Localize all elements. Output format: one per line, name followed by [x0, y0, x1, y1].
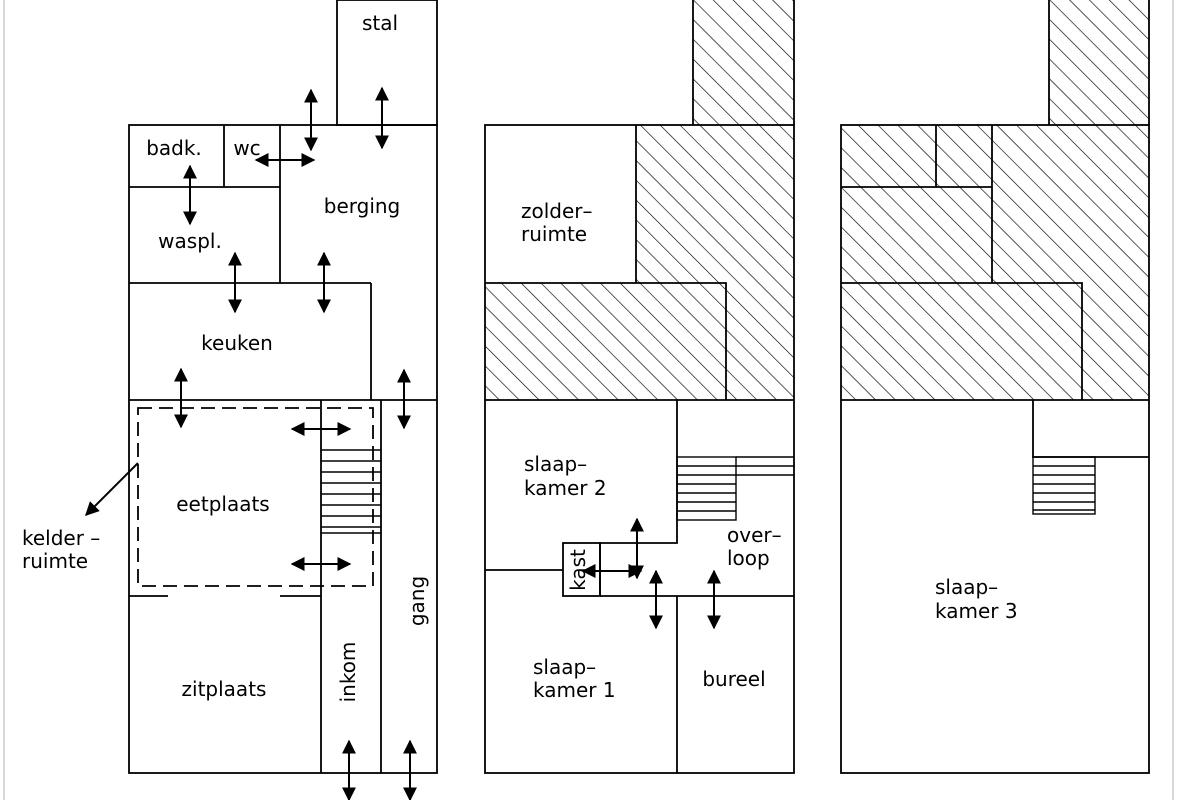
kelder-leader-arrow — [85, 462, 139, 516]
ground-floor-plan: stal badk. wc berging waspl. keuken eetp… — [22, 0, 438, 800]
label-overloop-line1: over– — [727, 523, 782, 547]
label-kast: kast — [566, 549, 590, 591]
first-floor-stairs — [676, 456, 794, 521]
label-kelder-line2: ruimte — [22, 549, 88, 573]
label-slaap3-line2: kamer 3 — [935, 599, 1018, 623]
label-slaap2-line2: kamer 2 — [524, 476, 607, 500]
label-slaap2-line1: slaap– — [524, 452, 587, 476]
label-zolder-line1: zolder– — [521, 199, 593, 223]
label-overloop-line2: loop — [727, 546, 770, 570]
hatched-area — [841, 125, 1149, 400]
first-floor-circulation-arrows — [581, 517, 721, 630]
hatched-area — [485, 125, 794, 400]
ground-stairs — [321, 449, 381, 534]
label-slaap3-line1: slaap– — [935, 575, 998, 599]
label-waspl: waspl. — [158, 229, 222, 253]
label-wc: wc — [233, 136, 260, 160]
first-floor-plan: zolder– ruimte slaap– kamer 2 kast over–… — [484, 0, 795, 774]
hatched-area — [693, 0, 794, 125]
hatched-area — [1049, 0, 1149, 125]
label-eetplaats: eetplaats — [176, 492, 269, 516]
label-inkom: inkom — [336, 642, 360, 703]
kelder-outline — [137, 407, 374, 587]
label-keuken: keuken — [201, 331, 273, 355]
ground-floor-outline — [128, 124, 438, 774]
label-slaap1-line1: slaap– — [533, 655, 596, 679]
label-kelder-line1: kelder – — [22, 526, 100, 550]
label-slaap1-line2: kamer 1 — [533, 678, 616, 702]
second-floor-plan: slaap– kamer 3 — [840, 0, 1150, 774]
label-gang: gang — [405, 576, 429, 626]
label-badk: badk. — [146, 136, 202, 160]
second-floor-stairs — [1032, 456, 1096, 515]
label-zitplaats: zitplaats — [182, 677, 267, 701]
label-bureel: bureel — [702, 667, 765, 691]
label-stal: stal — [362, 11, 398, 35]
label-zolder-line2: ruimte — [521, 222, 587, 246]
first-floor-outline — [484, 124, 795, 774]
label-berging: berging — [324, 194, 401, 218]
ground-circulation-arrows — [174, 86, 417, 800]
second-floor-outline — [840, 124, 1150, 774]
